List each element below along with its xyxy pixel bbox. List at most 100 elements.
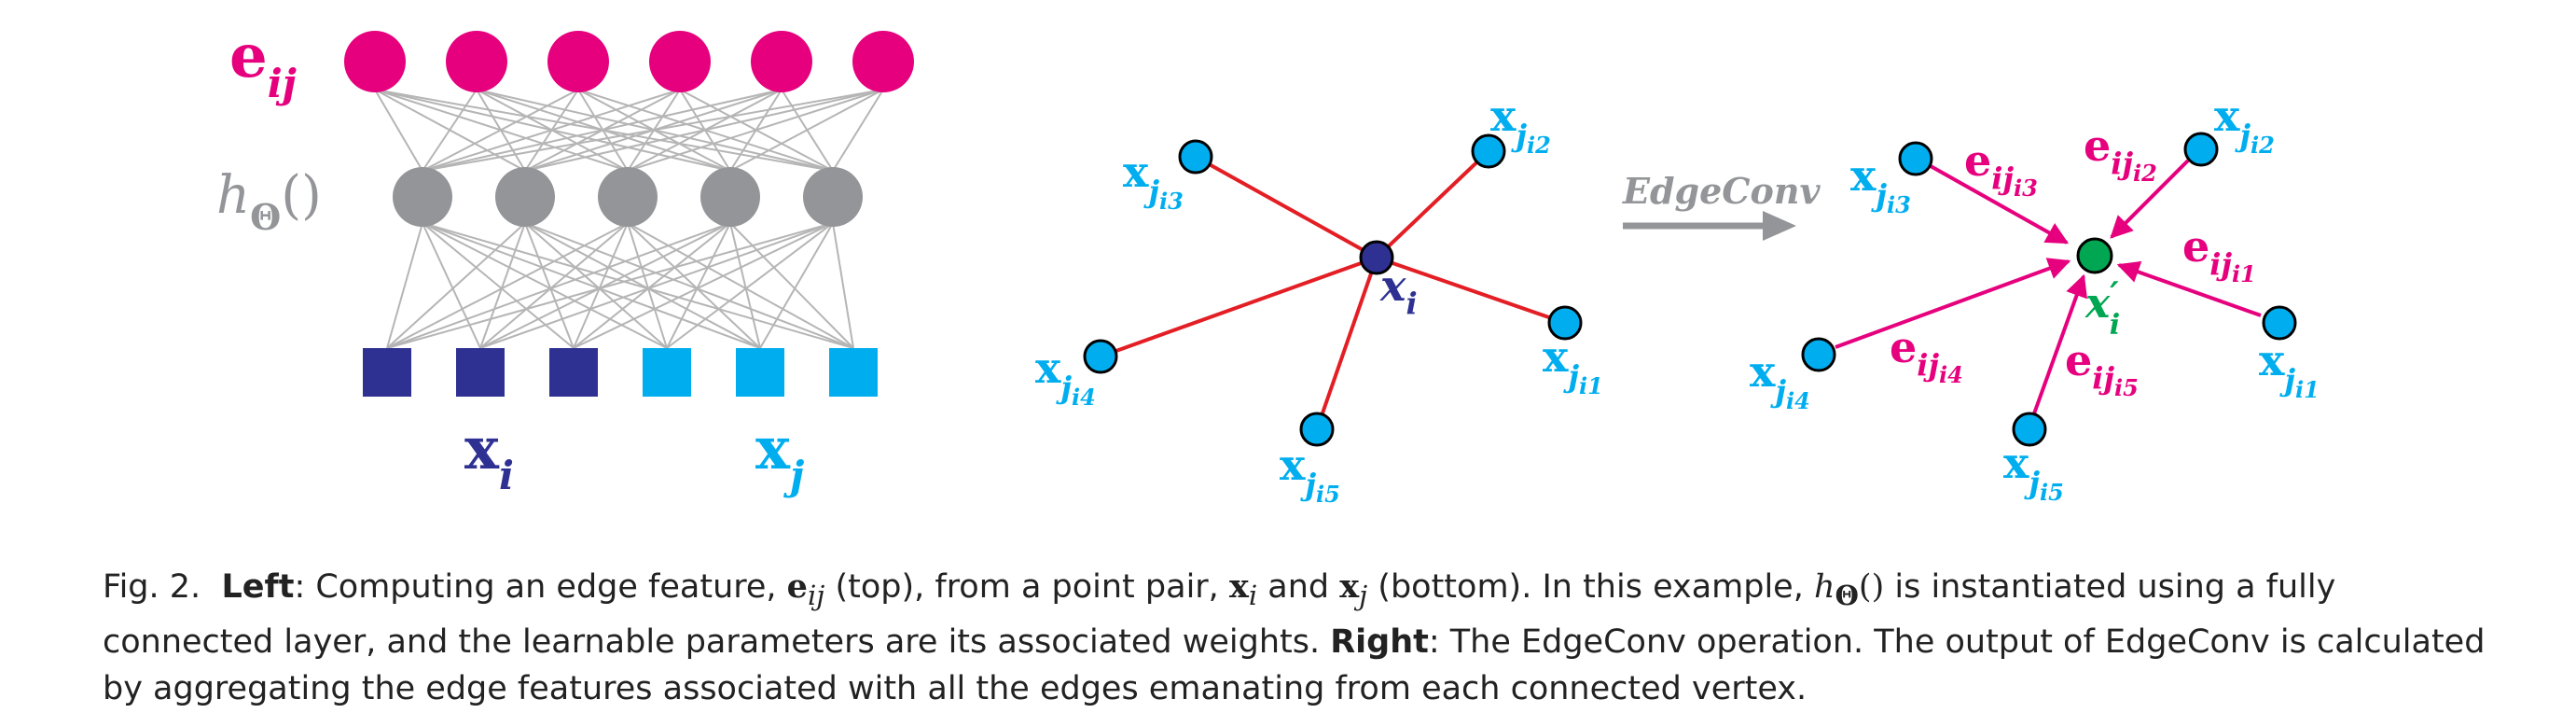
fc-line	[479, 222, 629, 349]
neighbor-label: xji3	[1123, 147, 1184, 215]
fc-line	[422, 222, 481, 349]
fc-line	[422, 222, 854, 349]
fc-line	[573, 222, 731, 349]
neighbor-node	[1299, 412, 1335, 447]
hidden-node	[803, 167, 863, 227]
neighbor-label: xji2	[1490, 91, 1551, 159]
neighbor-node	[2183, 132, 2219, 167]
neighbor-label: xji1	[1543, 331, 1603, 399]
edge-feature-node	[852, 31, 914, 92]
neighbor-node	[2262, 305, 2297, 341]
fc-line	[627, 222, 668, 349]
figure-caption: Fig. 2. Left: Computing an edge feature,…	[103, 564, 2490, 712]
edgeconv-graph: xji3 xji2 xji1 xji5 xji4 x′i eiji3 eiji2…	[1750, 91, 2320, 506]
fc-line	[524, 89, 884, 172]
neighbor-label: xji2	[2214, 91, 2275, 159]
input-node-xj	[829, 348, 878, 397]
fc-line	[666, 222, 731, 349]
fc-line	[479, 222, 526, 349]
fc-line	[386, 222, 423, 349]
fc-line	[422, 89, 579, 172]
fc-line	[759, 222, 834, 349]
neighbor-node	[1547, 305, 1583, 341]
neighbor-node	[1898, 141, 1933, 176]
neighbor-label: xji5	[1280, 440, 1340, 508]
edge-arrow	[1930, 164, 2070, 245]
neighbor-node	[1083, 339, 1118, 374]
caption-text: and	[1257, 568, 1340, 606]
neighbor-node	[1178, 139, 1213, 175]
caption-math-eij: e	[786, 567, 808, 606]
caption-text: (top), from a point pair,	[824, 568, 1229, 606]
graph-edge	[1100, 256, 1378, 358]
neighbor-label: xji5	[2003, 438, 2064, 506]
caption-text: (bottom). In this example,	[1367, 568, 1814, 606]
output-node	[2076, 237, 2113, 274]
neighbor-node	[1471, 133, 1506, 169]
edge-feature-node	[649, 31, 711, 92]
edge-feature-nodes	[344, 31, 914, 92]
fc-line	[524, 222, 854, 349]
fc-line	[422, 89, 478, 172]
caption-math-xi-sub: i	[1248, 580, 1258, 611]
neighborhood-graph: xji3 xji2 xji1 xji5 xji4 xi	[1035, 91, 1603, 508]
edge-arrow	[2110, 159, 2190, 239]
fc-line	[479, 222, 731, 349]
edge-feature-label: eij	[229, 21, 297, 106]
output-label: x′i	[2084, 275, 2120, 342]
center-node	[1359, 240, 1394, 275]
input-node-xi	[363, 348, 411, 397]
fc-line	[386, 222, 629, 349]
edgeconv-arrow: EdgeConv	[1622, 170, 1821, 241]
fc-line	[627, 222, 761, 349]
edge-feature-node	[751, 31, 812, 92]
fc-line	[422, 89, 782, 172]
fc-line	[573, 222, 834, 349]
caption-text: is instantiated using a fully connected …	[103, 568, 2336, 661]
edge-feature-node	[344, 31, 406, 92]
caption-math-h: h	[1813, 568, 1835, 606]
caption-right-head: Right	[1330, 623, 1429, 661]
graph-edge	[1195, 155, 1378, 259]
hidden-node	[700, 167, 760, 227]
fc-line	[422, 222, 761, 349]
fully-connected-diagram: eij hΘ() xi xj	[216, 21, 914, 498]
edge-arrow	[2116, 260, 2262, 317]
fc-line	[524, 222, 761, 349]
edge-label: eiji3	[1964, 135, 2038, 202]
caption-math-xj-sub: j	[1359, 580, 1368, 611]
edge-feature-node	[547, 31, 609, 92]
fc-connections	[374, 89, 884, 349]
graph-edge	[1376, 256, 1566, 325]
caption-math-xj: x	[1339, 567, 1360, 606]
neighbor-node	[1801, 337, 1836, 372]
edge-arrow	[1835, 258, 2071, 349]
center-label: xi	[1379, 260, 1418, 321]
xj-label: xj	[755, 414, 804, 498]
graph-edge	[1375, 149, 1490, 259]
hidden-node	[598, 167, 658, 227]
input-nodes	[363, 348, 878, 397]
figure-number: Fig. 2.	[103, 568, 201, 606]
caption-math-h-sub: Θ	[1835, 580, 1859, 611]
fc-line	[832, 222, 854, 349]
figure-2: eij hΘ() xi xj xji3 xji2 xji1 xji5 xji4 …	[216, 21, 2320, 508]
fc-line	[666, 222, 834, 349]
input-node-xj	[643, 348, 691, 397]
caption-text: : The EdgeConv operation. The output of …	[103, 623, 2486, 707]
edge-label: eiji1	[2182, 221, 2256, 287]
fc-line	[422, 222, 575, 349]
edgeconv-label: EdgeConv	[1622, 170, 1821, 212]
fc-line	[422, 222, 668, 349]
xi-label: xi	[464, 414, 514, 498]
fc-line	[729, 222, 854, 349]
fc-line	[729, 89, 884, 172]
fc-line	[374, 89, 423, 172]
hidden-nodes	[393, 167, 863, 227]
fc-line	[422, 89, 681, 172]
graph-edge	[1315, 257, 1378, 430]
fc-line	[524, 222, 575, 349]
fc-line	[422, 89, 884, 172]
caption-math-xi: x	[1228, 567, 1249, 606]
edge-label: eiji2	[2084, 120, 2157, 187]
